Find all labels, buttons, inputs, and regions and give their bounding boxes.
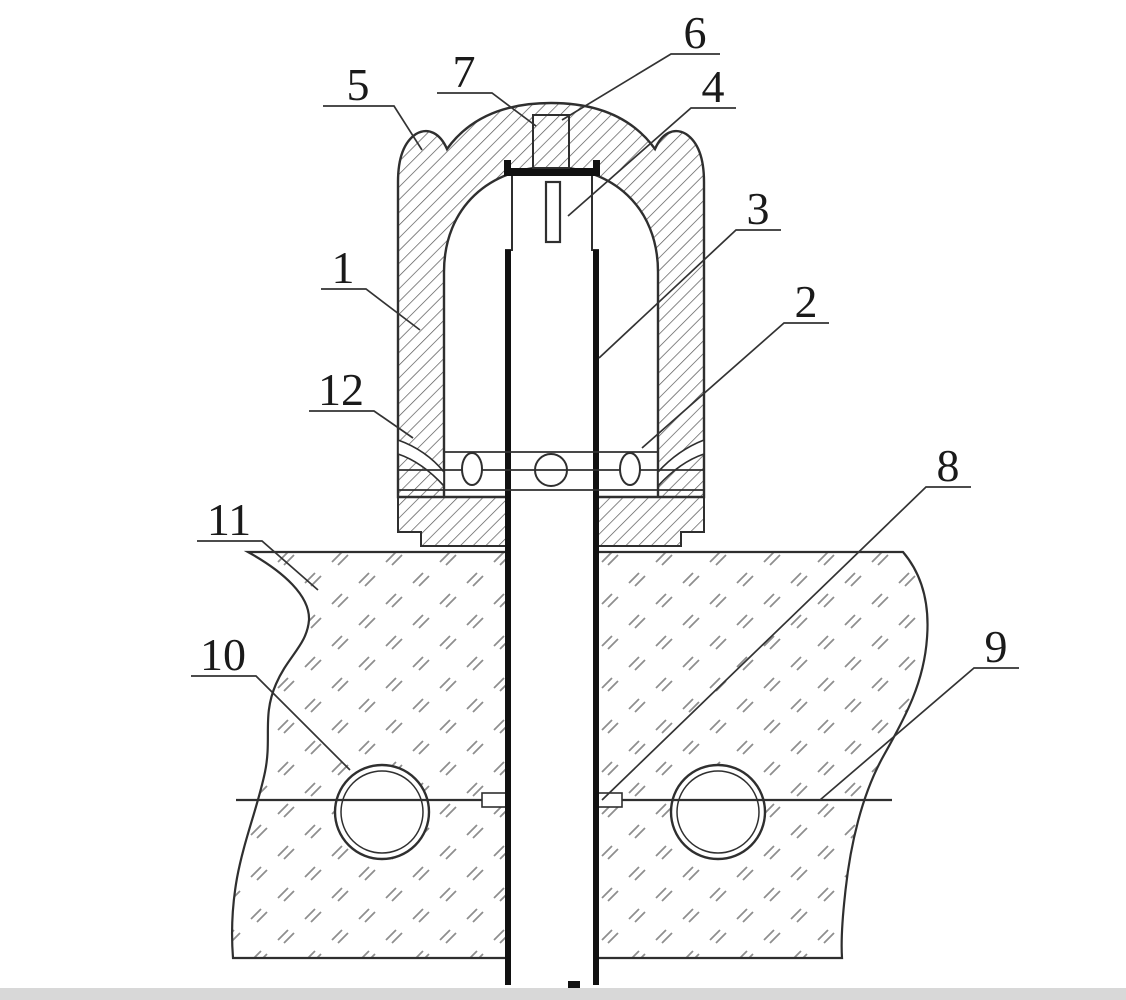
footer-bar (0, 988, 1126, 1000)
leader-line-1 (321, 288, 421, 331)
leader-line-10 (191, 675, 351, 771)
center-tube (504, 114, 600, 990)
leader-line-7 (437, 92, 537, 127)
part-label-11: 11 (207, 494, 251, 545)
reference-labels: 5 7 64 32 1 12 11 8 10 9 (191, 7, 1019, 801)
leader-line-11 (197, 540, 319, 591)
left-borehole (333, 763, 431, 861)
tube-cap-end-right (593, 160, 600, 169)
part-label-10: 10 (200, 629, 246, 680)
leader-line-5 (323, 105, 423, 151)
base-plate (398, 451, 704, 491)
left-flange (397, 496, 507, 547)
part-label-12: 12 (318, 364, 364, 415)
leader-line-9 (819, 667, 1019, 801)
right-bolt-hole (619, 452, 641, 486)
leader-line-3 (598, 229, 781, 359)
leader-line-6 (561, 53, 720, 121)
leader-line-12 (309, 410, 414, 439)
right-borehole (669, 763, 767, 861)
top-plug (532, 114, 570, 169)
tube-cap (504, 168, 600, 176)
right-groove (657, 438, 705, 489)
part-label-3: 3 (747, 183, 770, 234)
part-label-7: 7 (453, 46, 476, 97)
part-label-5: 5 (347, 59, 370, 110)
part-label-6: 6 (684, 7, 707, 58)
inner-pin (544, 180, 562, 244)
right-flange (597, 496, 705, 547)
left-seal-tab (481, 792, 507, 808)
tube-bore (510, 172, 594, 985)
part-label-8: 8 (937, 440, 960, 491)
right-seal-tab (597, 792, 623, 808)
part-label-2: 2 (795, 276, 818, 327)
leader-line-4 (567, 107, 736, 217)
part-label-1: 1 (332, 242, 355, 293)
tube-bottom-mark (568, 981, 580, 990)
part-label-4: 4 (702, 61, 725, 112)
left-bolt-hole (461, 452, 483, 486)
tube-cap-end-left (504, 160, 511, 169)
leader-line-2 (641, 322, 829, 449)
leader-line-8 (601, 486, 971, 801)
left-groove (397, 438, 445, 489)
part-label-9: 9 (985, 621, 1008, 672)
dome-housing (396, 101, 706, 547)
